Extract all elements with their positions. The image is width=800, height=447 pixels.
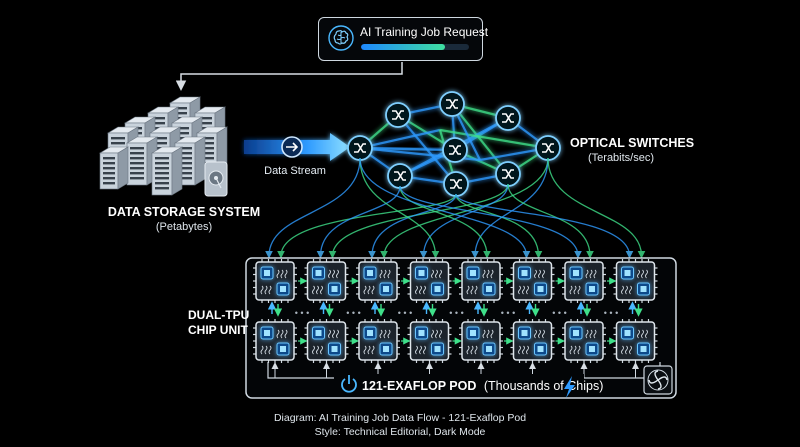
switch-to-pod-cables [265, 157, 646, 259]
tpu-chip [613, 259, 658, 303]
shuffle-icon [439, 91, 465, 117]
switch-cable [359, 157, 440, 259]
job-request-card[interactable]: AI Training Job Request [318, 17, 488, 61]
tpu-chip [510, 319, 555, 363]
tpu-chip-grid: • • • • • • • • • • • • • • • • • • • • • [253, 259, 658, 363]
tpu-chip [253, 319, 297, 363]
mesh-link [451, 103, 509, 175]
caption-line2: Style: Technical Editorial, Dark Mode [314, 426, 486, 438]
switch-nodes [347, 91, 561, 197]
tpu-chip [459, 319, 503, 363]
switch-cable [265, 157, 361, 259]
data-stream-label: Data Stream [264, 165, 326, 177]
mesh-link [439, 128, 549, 150]
chip-ellipsis: • • • [346, 308, 360, 318]
pod-label: 121-EXAFLOP POD (Thousands of Chips) [362, 379, 603, 393]
tpu-chip [407, 319, 452, 363]
switches-subtitle: (Terabits/sec) [588, 152, 655, 164]
shuffle-icon [535, 135, 561, 161]
server-rack [173, 136, 207, 186]
switch-cable [419, 183, 509, 259]
shuffle-icon [495, 161, 521, 187]
shuffle-icon [387, 163, 413, 189]
pod-label-bold: 121-EXAFLOP POD [362, 379, 476, 393]
brain-icon [328, 25, 354, 51]
switch-cable [316, 185, 401, 259]
chip-unit-line1: DUAL-TPU [188, 308, 250, 322]
chip-ellipsis: • • • [604, 308, 618, 318]
job-to-storage-arrow [175, 62, 403, 91]
chip-ellipsis: • • • [295, 308, 309, 318]
tpu-chip [304, 259, 349, 303]
server-rack [150, 146, 184, 196]
chip-ellipsis: • • • [398, 308, 412, 318]
job-progress-fill [361, 44, 446, 50]
pod-label-rest: (Thousands of Chips) [484, 379, 604, 393]
tpu-chip [562, 259, 606, 303]
shuffle-icon [443, 171, 469, 197]
switch-cable [328, 183, 509, 259]
chip-ellipsis: • • • [501, 308, 515, 318]
mesh-link [359, 128, 441, 150]
caption-line1: Diagram: AI Training Job Data Flow - 121… [273, 412, 527, 424]
fan-icon [643, 365, 673, 395]
switch-cable [507, 183, 594, 259]
tpu-chip [356, 259, 400, 303]
tpu-chip [304, 319, 349, 363]
switch-cable [399, 185, 582, 259]
mesh-link [397, 114, 457, 185]
storage-subtitle: (Petabytes) [155, 221, 213, 233]
tpu-chip [407, 259, 452, 303]
switch-cable [547, 157, 646, 259]
chip-ellipsis: • • • [449, 308, 463, 318]
tpu-chip [253, 259, 297, 303]
switch-cable [368, 193, 457, 259]
switch-cable [455, 193, 543, 259]
server-rack [98, 146, 130, 190]
tpu-chip [459, 259, 503, 303]
tpu-chip [510, 259, 555, 303]
arrow-circle-icon [281, 136, 303, 158]
server-racks [98, 96, 229, 196]
tpu-chip [613, 319, 658, 363]
switch-cable [359, 157, 531, 259]
mesh-link [359, 146, 456, 152]
shuffle-icon [442, 137, 468, 163]
tpu-chip [356, 319, 400, 363]
switch-cable [455, 193, 634, 259]
switch-cable [277, 193, 457, 259]
tpu-chip [562, 319, 606, 363]
chip-ellipsis: • • • [552, 308, 566, 318]
shuffle-icon [347, 135, 373, 161]
job-title: AI Training Job Request [360, 25, 489, 39]
shuffle-icon [385, 102, 411, 128]
lightning-icon [564, 376, 575, 398]
switch-cable [399, 185, 491, 259]
hard-drive-icon [204, 161, 228, 197]
power-icon [341, 375, 357, 393]
chip-unit-line2: CHIP UNIT [188, 323, 248, 337]
shuffle-icon [495, 105, 521, 131]
job-progress-bar [361, 44, 469, 50]
storage-title: DATA STORAGE SYSTEM [107, 205, 261, 219]
switches-title: OPTICAL SWITCHES [570, 136, 695, 150]
